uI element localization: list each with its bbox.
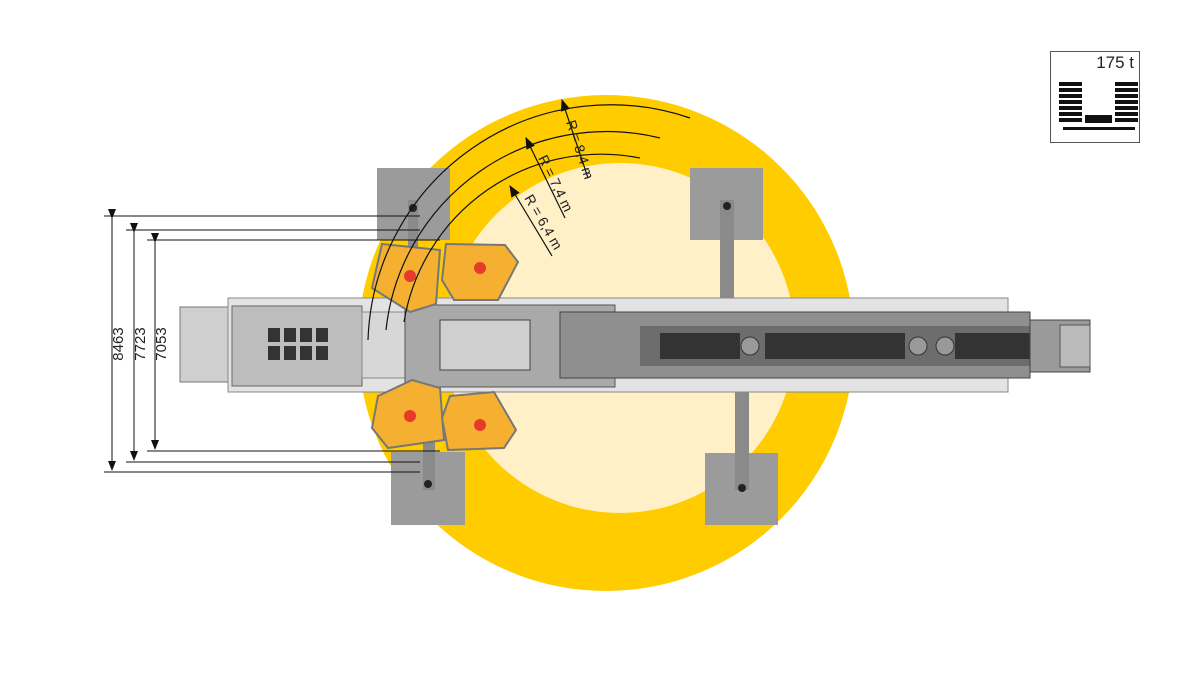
capacity-label: 175 t — [1096, 53, 1134, 72]
capacity-badge: 175 t — [1050, 51, 1140, 143]
telescopic-boom — [559, 311, 1091, 379]
dimension-7723: 7723 — [132, 327, 149, 360]
radius-arcs — [367, 104, 691, 341]
counterweights — [370, 242, 520, 452]
dimension-8463: 8463 — [110, 327, 127, 360]
dimension-lines — [104, 209, 440, 473]
dimension-7053: 7053 — [153, 327, 170, 360]
radius-leaders — [509, 98, 589, 257]
crane-counterweight-icon — [1059, 82, 1138, 130]
